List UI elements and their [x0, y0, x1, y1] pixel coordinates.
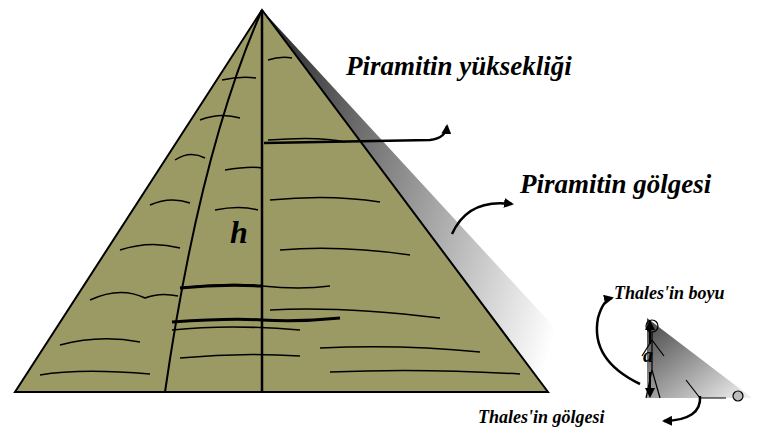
person-height-label: Thales'in boyu [614, 284, 725, 304]
height-label: Piramitin yüksekliği [346, 52, 572, 82]
shadow-label: Piramitin gölgesi [520, 170, 711, 200]
stone-lines [40, 57, 520, 375]
leader-arrow [452, 203, 512, 234]
dimension-arrow [649, 322, 651, 344]
stone-lines-bold [172, 285, 340, 322]
height-symbol: h [230, 215, 248, 250]
leader-arrow [597, 298, 640, 384]
height-line [261, 10, 264, 392]
dimension-arrow [649, 372, 651, 396]
thales-figure [642, 320, 743, 401]
leader-arrow [264, 126, 447, 143]
thales-shadow [647, 318, 752, 398]
person-shadow-label: Thales'in gölgesi [478, 408, 605, 428]
leader-arrow [664, 396, 700, 421]
person-height-symbol: a [643, 344, 653, 366]
